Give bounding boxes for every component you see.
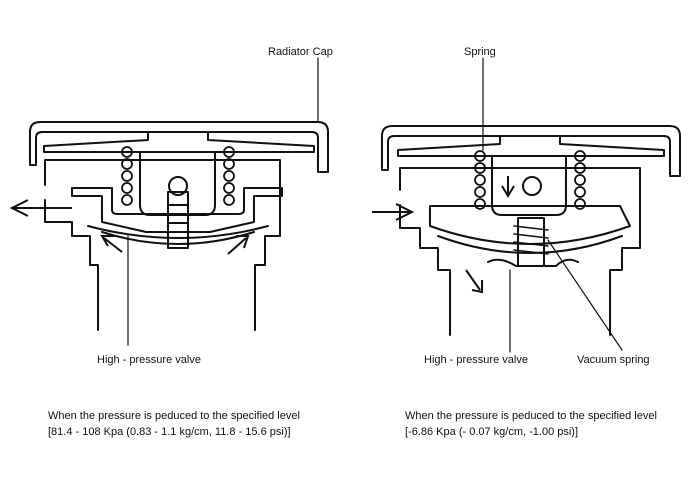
right-cap-top-plate [397,135,665,157]
caption-right-line1: When the pressure is peduced to the spec… [405,410,657,422]
label-vacuum-spring: Vacuum spring [577,354,650,366]
right-valve-stem [517,217,545,267]
left-cap-top-plate [43,131,315,153]
caption-right-line2: [-6.86 Kpa (- 0.07 kg/cm, -1.00 psi)] [405,426,579,438]
label-spring: Spring [464,46,496,58]
left-pressure-spring [121,146,235,206]
caption-left-line1: When the pressure is peduced to the spec… [48,410,300,422]
caption-right: When the pressure is peduced to the spec… [405,408,657,440]
label-high-pressure-valve-right: High - pressure valve [424,354,528,366]
right-cap-assembly [381,57,681,353]
left-valve-disk [71,187,283,233]
left-gasket [87,225,269,239]
right-filler-neck [399,167,641,336]
left-cap-assembly [29,57,329,346]
left-valve-stem [167,191,189,249]
label-high-pressure-valve-left: High - pressure valve [97,354,201,366]
right-pressure-spring [474,150,586,210]
label-radiator-cap: Radiator Cap [268,46,333,58]
left-flow-arrows [9,199,250,255]
caption-left: When the pressure is peduced to the spec… [48,408,300,440]
right-valve-disk [429,205,631,245]
left-filler-neck [44,159,281,331]
right-valve-housing [491,155,567,216]
caption-left-line2: [81.4 - 108 Kpa (0.83 - 1.1 kg/cm, 11.8 … [48,426,291,438]
right-flow-arrows [372,176,515,294]
